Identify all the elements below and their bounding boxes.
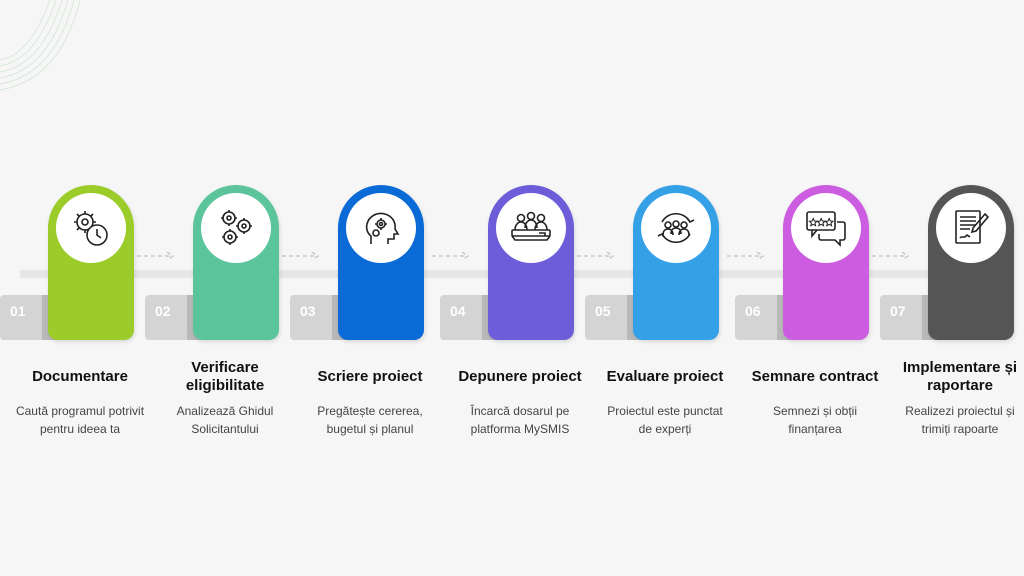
step-number-tab [440, 295, 482, 340]
step-number: 04 [450, 303, 466, 319]
step-description: Semnezi și obții finanțarea [772, 404, 858, 436]
review-chat-icon [791, 193, 861, 263]
step-number: 01 [10, 303, 26, 319]
step-title: Implementare și raportare [902, 359, 1018, 394]
step-card [193, 185, 279, 340]
step-description: Încarcă dosarul pe platforma MySMIS [470, 404, 570, 436]
step-title: Verificare eligibilitate [185, 359, 265, 394]
step-number: 02 [155, 303, 171, 319]
step-documentare: 01 Documentare Caută programul potrivit … [0, 185, 145, 485]
arrow-right-icon [432, 252, 470, 260]
gear-clock-icon [56, 193, 126, 263]
step-card [783, 185, 869, 340]
step-number-tab [290, 295, 332, 340]
arrow-right-icon [727, 252, 765, 260]
step-title: Documentare [32, 368, 128, 385]
step-number: 03 [300, 303, 316, 319]
step-verificare-eligibilitate: 02 Verificare eligibilitate Analizează G… [145, 185, 290, 485]
step-description: Pregătește cererea, bugetul și planul [317, 404, 423, 436]
step-title: Scriere proiect [317, 368, 423, 385]
step-scriere-proiect: 03 Scriere proiect Pregătește cererea, b… [290, 185, 435, 485]
step-number: 05 [595, 303, 611, 319]
step-number: 06 [745, 303, 761, 319]
step-number-tab [145, 295, 187, 340]
gears-icon [201, 193, 271, 263]
arrow-right-icon [577, 252, 615, 260]
step-number-tab [880, 295, 922, 340]
step-description: Analizează Ghidul Solicitantului [176, 404, 274, 436]
team-cycle-icon [641, 193, 711, 263]
step-title: Depunere proiect [458, 368, 582, 385]
step-implementare-raportare: 07 Implementare și raportare Realizezi p… [880, 185, 1024, 485]
step-description: Realizezi proiectul și trimiți rapoarte [905, 404, 1015, 436]
meeting-icon [496, 193, 566, 263]
step-depunere-proiect: 04 Depunere proiect Încarcă dosarul pe p… [440, 185, 585, 485]
step-card [633, 185, 719, 340]
step-evaluare-proiect: 05 Evaluare proiect Proiectul este punct… [585, 185, 730, 485]
step-number-tab [585, 295, 627, 340]
step-number-tab [735, 295, 777, 340]
step-card [488, 185, 574, 340]
document-sign-icon [936, 193, 1006, 263]
arrow-right-icon [137, 252, 175, 260]
step-number-tab [0, 295, 42, 340]
step-semnare-contract: 06 Semnare contract Semnezi și obții fin… [735, 185, 880, 485]
arrow-right-icon [282, 252, 320, 260]
step-number: 07 [890, 303, 906, 319]
step-card [928, 185, 1014, 340]
step-card [338, 185, 424, 340]
step-description: Caută programul potrivit pentru ideea ta [15, 404, 145, 436]
step-title: Semnare contract [751, 368, 879, 385]
head-gears-icon [346, 193, 416, 263]
arrow-right-icon [872, 252, 910, 260]
step-card [48, 185, 134, 340]
step-title: Evaluare proiect [606, 368, 724, 385]
corner-wave-decoration [0, 0, 81, 91]
step-description: Proiectul este punctat de experți [607, 404, 723, 436]
